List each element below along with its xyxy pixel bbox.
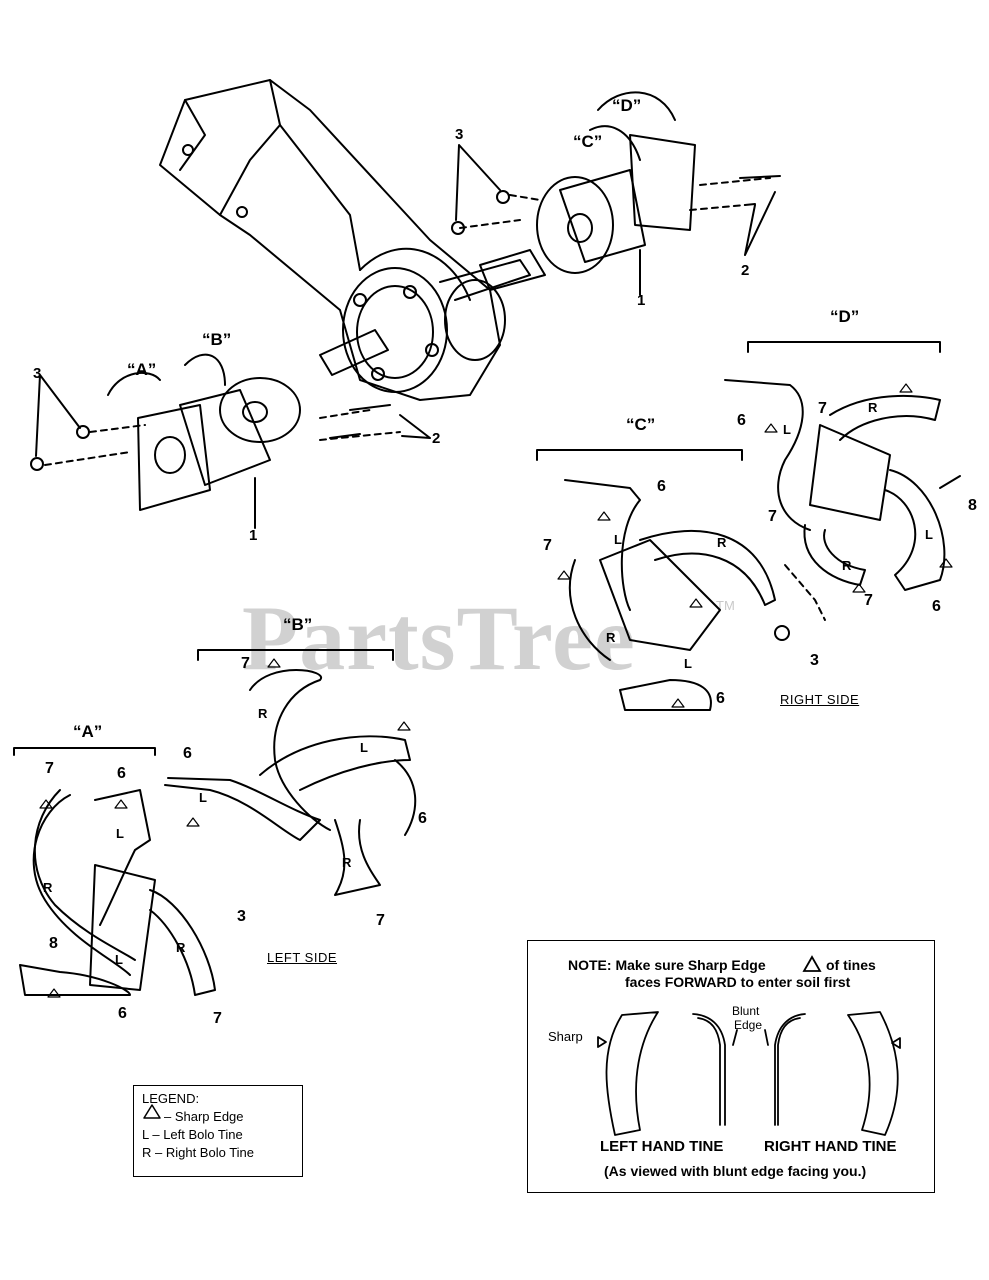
right-side-label: RIGHT SIDE [780, 692, 860, 707]
callout-7: 7 [213, 1010, 222, 1027]
callout-8: 8 [49, 935, 58, 952]
callout-6: 6 [117, 765, 126, 782]
note-line-1b: of tines [826, 957, 876, 973]
legend-box: LEGEND: – Sharp Edge L – Left Bolo Tine … [133, 1085, 303, 1177]
group-label-b: “B” [283, 615, 313, 634]
callout-7: 7 [864, 592, 873, 609]
tine-set-c [536, 449, 776, 711]
note-blunt-label: Blunt [732, 1004, 760, 1018]
group-label-a: “A” [73, 722, 103, 741]
group-label-c: “C” [626, 415, 656, 434]
tine-mark-right: R [606, 630, 616, 645]
note-sharp-label: Sharp [548, 1029, 583, 1044]
callout-7: 7 [768, 508, 777, 525]
note-caption: (As viewed with blunt edge facing you.) [604, 1163, 867, 1179]
tine-mark-left: L [115, 952, 123, 967]
right-hand-tine-label: RIGHT HAND TINE [764, 1138, 897, 1155]
tine-mark-right: R [43, 880, 53, 895]
legend-row-sharp-edge: – Sharp Edge [164, 1109, 244, 1124]
note-box: NOTE: Make sure Sharp Edge of tines face… [527, 940, 935, 1193]
legend-row-left-tine: L – Left Bolo Tine [142, 1127, 243, 1142]
left-hub-assembly [30, 353, 431, 529]
callout-6: 6 [418, 810, 427, 827]
sharp-edge-markers [39, 383, 953, 998]
note-line-1: NOTE: Make sure Sharp Edge [568, 957, 766, 973]
callout-6: 6 [183, 745, 192, 762]
note-edge-label: Edge [734, 1018, 763, 1032]
right-hub-assembly [451, 91, 781, 296]
left-hand-tine-label: LEFT HAND TINE [600, 1138, 724, 1155]
tine-mark-left: L [360, 740, 368, 755]
callout-6: 6 [657, 478, 666, 495]
sharp-edge-triangle-icon [802, 955, 822, 972]
tine-mark-left: L [116, 826, 124, 841]
callout-6: 6 [716, 690, 725, 707]
tine-mark-left: L [684, 656, 692, 671]
tine-set-b [164, 649, 417, 896]
callout-3: 3 [455, 126, 464, 143]
callout-3: 3 [33, 365, 42, 382]
tine-mark-right: R [842, 558, 852, 573]
tine-mark-left: L [199, 790, 207, 805]
callout-7: 7 [241, 655, 250, 672]
tine-mark-right: R [176, 940, 186, 955]
callout-8: 8 [968, 497, 977, 514]
group-label-a-top: “A” [127, 360, 157, 379]
group-label-d: “D” [830, 307, 860, 326]
callout-3: 3 [810, 652, 819, 669]
left-side-label: LEFT SIDE [267, 950, 338, 965]
callout-6: 6 [737, 412, 746, 429]
callout-7: 7 [376, 912, 385, 929]
callout-7: 7 [45, 760, 54, 777]
legend-triangle-icon [143, 1104, 161, 1119]
tine-mark-left: L [614, 532, 622, 547]
tine-mark-right: R [717, 535, 727, 550]
tine-mark-right: R [342, 855, 352, 870]
callout-7: 7 [543, 537, 552, 554]
group-label-c-top: “C” [573, 132, 603, 151]
callout-7: 7 [818, 400, 827, 417]
tine-mark-left: L [783, 422, 791, 437]
callout-2: 2 [432, 430, 441, 447]
watermark: PartsTree [242, 587, 636, 689]
callout-6: 6 [118, 1005, 127, 1022]
legend-title: LEGEND: [142, 1091, 200, 1106]
tine-mark-right: R [868, 400, 878, 415]
tine-mark-left: L [925, 527, 933, 542]
callout-1: 1 [249, 527, 258, 544]
callout-1: 1 [637, 292, 646, 309]
group-label-d-top: “D” [612, 96, 642, 115]
tine-set-a [13, 747, 216, 996]
note-line-2: faces FORWARD to enter soil first [625, 974, 851, 990]
note-drawings [597, 1011, 901, 1136]
watermark-trademark: TM [716, 598, 735, 613]
tine-mark-right: R [258, 706, 268, 721]
callout-6: 6 [932, 598, 941, 615]
legend-row-right-tine: R – Right Bolo Tine [142, 1145, 255, 1160]
callout-3: 3 [237, 908, 246, 925]
group-label-b-top: “B” [202, 330, 232, 349]
transmission-housing [159, 79, 531, 401]
callout-2: 2 [741, 262, 750, 279]
